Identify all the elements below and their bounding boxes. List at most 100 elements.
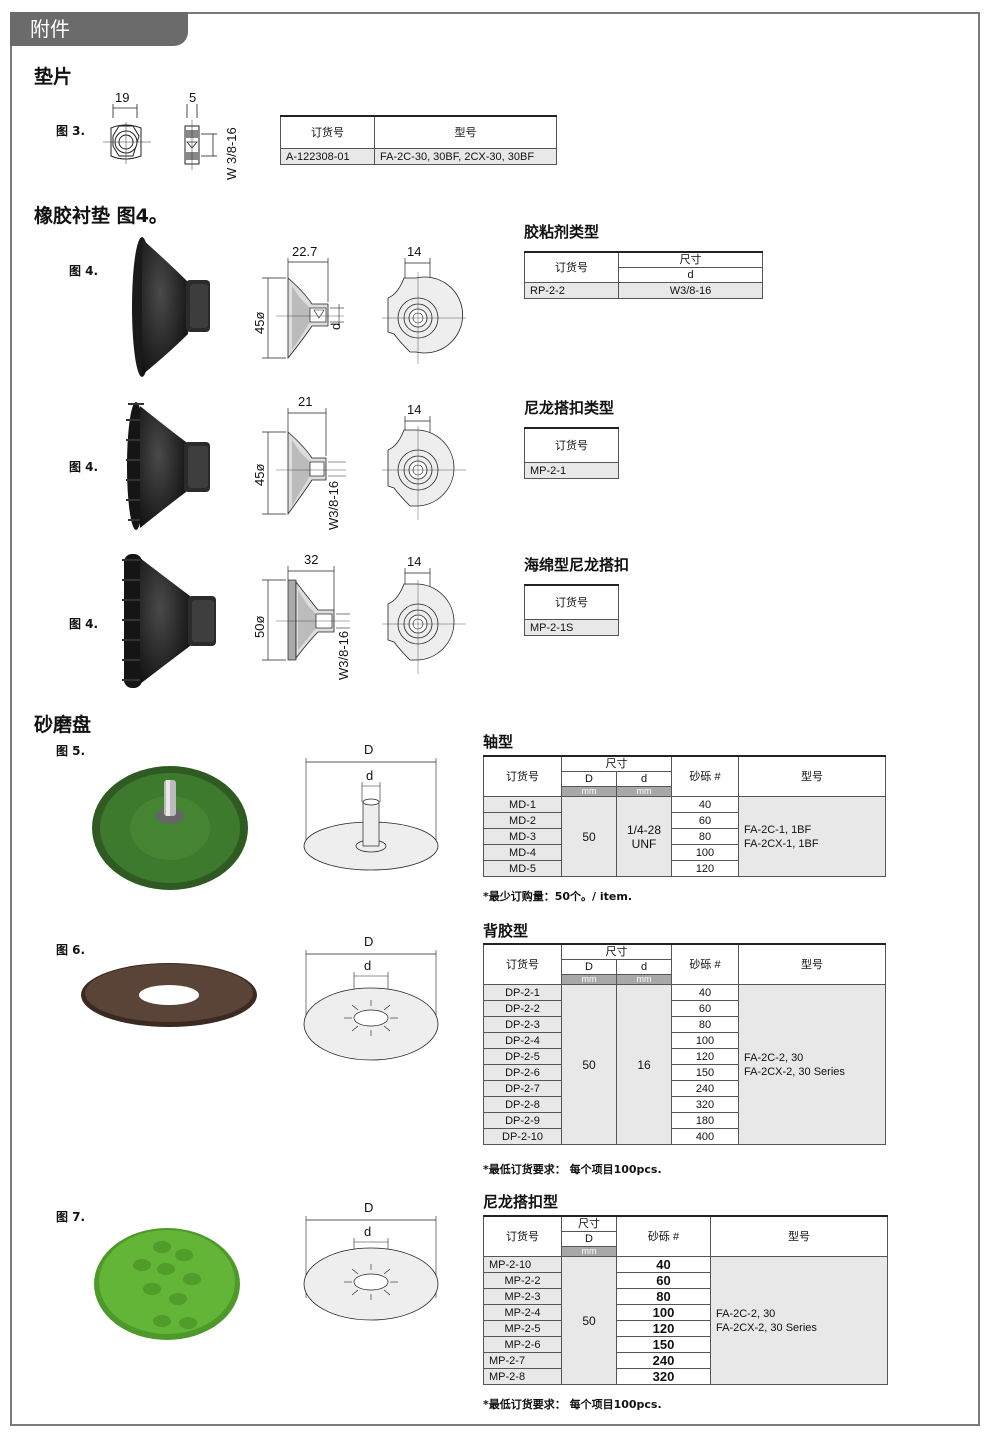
velcro-grit: 60 (616, 1272, 711, 1289)
velcro-code: MP-2-3 (483, 1288, 562, 1305)
section-title-washer: 垫片 (34, 66, 73, 88)
velcro-code: MP-2-4 (483, 1304, 562, 1321)
backing-grit: 100 (671, 1032, 739, 1049)
adhesive-header-d: d (618, 267, 763, 283)
velcro-type-title: 尼龙搭扣型 (483, 1193, 559, 1211)
shaft-header-grit: 砂砾 # (671, 755, 739, 797)
shaft-code: MD-2 (483, 812, 562, 829)
shaft-note: *最少订购量：50个。/ item. (483, 890, 633, 903)
pad3-thread-label: W3/8-16 (336, 631, 351, 680)
backing-grit: 180 (671, 1112, 739, 1129)
sponge-type-title: 海绵型尼龙搭扣 (524, 556, 630, 574)
velcro-header-size: 尺寸 (561, 1215, 617, 1232)
backing-disc-drawing: D d (303, 934, 439, 1061)
washer-cell-order: A-122308-01 (280, 148, 375, 165)
figure-label-3: 图 3. (56, 124, 86, 138)
shaft-D-value: 50 (561, 796, 617, 877)
velcro-grit: 240 (616, 1352, 711, 1369)
velcro-grit: 320 (616, 1368, 711, 1385)
velcro-code: MP-2-7 (483, 1352, 562, 1369)
shaft-code: MD-4 (483, 844, 562, 861)
shaft-grit: 100 (671, 844, 739, 861)
figure-label-4b: 图 4. (69, 460, 99, 474)
backing-grit: 150 (671, 1064, 739, 1081)
velcro-header-grit: 砂砾 # (616, 1215, 711, 1257)
page-frame (10, 12, 980, 1426)
velcro-code: MP-2-6 (483, 1336, 562, 1353)
washer-width-label: 19 (115, 90, 129, 105)
washer-cell-model: FA-2C-30, 30BF, 2CX-30, 30BF (374, 148, 557, 165)
shaft-header-d: d (616, 771, 672, 787)
backing-code: DP-2-9 (483, 1112, 562, 1129)
pad1-length-label: 22.7 (292, 244, 317, 259)
backing-header-order: 订货号 (483, 943, 562, 985)
figure-label-4c: 图 4. (69, 617, 99, 631)
section-title-sanding-disc: 砂磨盘 (34, 714, 92, 736)
velcro-grit: 120 (616, 1320, 711, 1337)
shaft-code: MD-5 (483, 860, 562, 877)
rubber-pad-nylon-section: 21 45ø W3/8-16 (252, 394, 346, 530)
nylon-type-title: 尼龙搭扣类型 (524, 399, 615, 417)
shaft-disc-d-label: d (366, 768, 373, 783)
backing-header-mm-1: mm (561, 974, 617, 985)
pad3-diameter-label: 50ø (252, 616, 267, 638)
backing-d-value: 16 (616, 984, 672, 1145)
shaft-header-mm-2: mm (616, 786, 672, 797)
velcro-disc-photo (94, 1228, 240, 1340)
washer-drawing: 19 5 W 3/8-16 (103, 90, 239, 180)
velcro-model-2: FA-2CX-2, 30 Series (716, 1321, 817, 1334)
velcro-header-model: 型号 (710, 1215, 888, 1257)
sponge-header-order: 订货号 (524, 584, 619, 620)
backing-grit: 40 (671, 984, 739, 1001)
velcro-disc-D-label: D (364, 1200, 373, 1215)
header-tab: 附件 (10, 12, 188, 46)
pad1-hex-label: 14 (407, 244, 421, 259)
washer-thread-label: W 3/8-16 (224, 127, 239, 180)
rubber-pad-sponge-front: 14 (382, 554, 466, 674)
figure-label-7: 图 7. (56, 1210, 86, 1224)
shaft-header-size: 尺寸 (561, 755, 672, 772)
velcro-D-value: 50 (561, 1256, 617, 1385)
backing-code: DP-2-4 (483, 1032, 562, 1049)
pad3-length-label: 32 (304, 552, 318, 567)
backing-disc-D-label: D (364, 934, 373, 949)
shaft-grit: 40 (671, 796, 739, 813)
rubber-pad-sponge-photo (122, 554, 216, 688)
shaft-model-2: FA-2CX-1, 1BF (744, 837, 819, 850)
pad1-d-label: d (328, 323, 343, 330)
sponge-table: 订货号 MP-2-1S (524, 584, 619, 636)
velcro-header-order: 订货号 (483, 1215, 562, 1257)
backing-header-grit: 砂砾 # (671, 943, 739, 985)
backing-disc-photo (81, 963, 257, 1027)
backing-header-mm-2: mm (616, 974, 672, 985)
shaft-header-model: 型号 (738, 755, 886, 797)
rubber-pad-adhesive-front: 14 (382, 244, 466, 364)
backing-code: DP-2-7 (483, 1080, 562, 1097)
backing-grit: 120 (671, 1048, 739, 1065)
figure-label-5: 图 5. (56, 744, 86, 758)
shaft-code: MD-1 (483, 796, 562, 813)
rubber-pad-nylon-front: 14 (382, 402, 466, 520)
adhesive-cell-d: W3/8-16 (618, 282, 763, 299)
velcro-header-mm: mm (561, 1246, 617, 1257)
page-title: 附件 (30, 17, 70, 41)
backing-grit: 240 (671, 1080, 739, 1097)
backing-grit: 60 (671, 1000, 739, 1017)
shaft-code: MD-3 (483, 828, 562, 845)
washer-header-model: 型号 (374, 115, 557, 149)
rubber-pad-sponge-section: 32 50ø W3/8-16 (252, 552, 351, 680)
backing-header-model: 型号 (738, 943, 886, 985)
shaft-grit: 60 (671, 812, 739, 829)
backing-code: DP-2-1 (483, 984, 562, 1001)
shaft-disc-D-label: D (364, 742, 373, 757)
backing-header-D: D (561, 959, 617, 975)
velcro-grit: 40 (616, 1256, 711, 1273)
backing-grit: 320 (671, 1096, 739, 1113)
shaft-disc-drawing: D d (303, 742, 439, 871)
rubber-pad-nylon-photo (126, 402, 210, 530)
adhesive-cell-order: RP-2-2 (524, 282, 619, 299)
velcro-code: MP-2-10 (483, 1256, 562, 1273)
shaft-disc-photo (92, 766, 248, 890)
backing-header-d: d (616, 959, 672, 975)
